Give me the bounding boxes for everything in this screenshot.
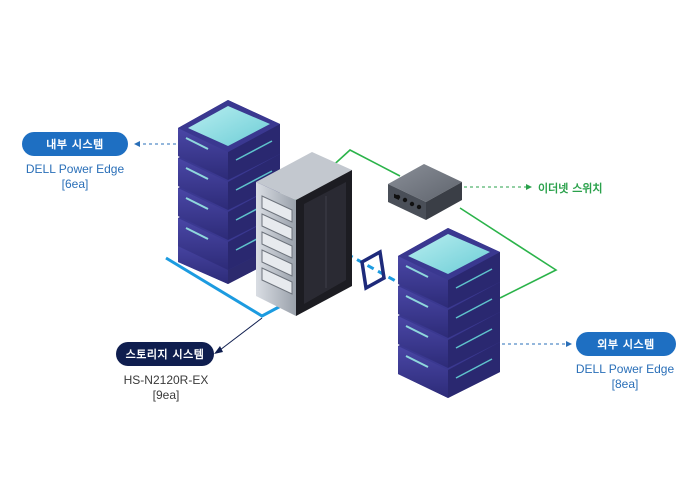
pointer-storage: [214, 317, 263, 354]
storage-system-label: 스토리지 시스템: [125, 348, 205, 361]
pointer-switch: [464, 184, 532, 190]
internal-system-count: [6ea]: [61, 177, 89, 191]
external-server-units: [398, 228, 500, 398]
external-system-count: [8ea]: [611, 377, 639, 391]
ethernet-switch-label: 이더넷 스위치: [538, 182, 603, 195]
arrowhead-internal: [134, 141, 140, 147]
internal-system-label: 내부 시스템: [46, 138, 104, 151]
link-switch-to-external: [459, 207, 558, 299]
external-system-badge: 외부 시스템: [576, 332, 676, 356]
storage-system-count: [9ea]: [152, 388, 180, 402]
internal-system-caption: DELL Power Edge [6ea]: [10, 162, 140, 192]
external-system-caption: DELL Power Edge [8ea]: [560, 362, 690, 392]
ethernet-switch: [388, 164, 462, 220]
storage-rack: [256, 152, 352, 316]
storage-system-caption: HS-N2120R-EX [9ea]: [104, 373, 228, 403]
arrowhead-external: [566, 341, 572, 347]
pointer-lines: [140, 143, 566, 345]
internal-system-badge: 내부 시스템: [22, 132, 128, 156]
connector-ring: [360, 249, 386, 291]
external-system-label: 외부 시스템: [597, 338, 655, 351]
internal-system-model: DELL Power Edge: [25, 162, 125, 176]
storage-system-model: HS-N2120R-EX: [123, 373, 209, 387]
internal-server-units: [178, 100, 280, 270]
storage-system-badge: 스토리지 시스템: [116, 342, 214, 366]
external-system-model: DELL Power Edge: [575, 362, 675, 376]
